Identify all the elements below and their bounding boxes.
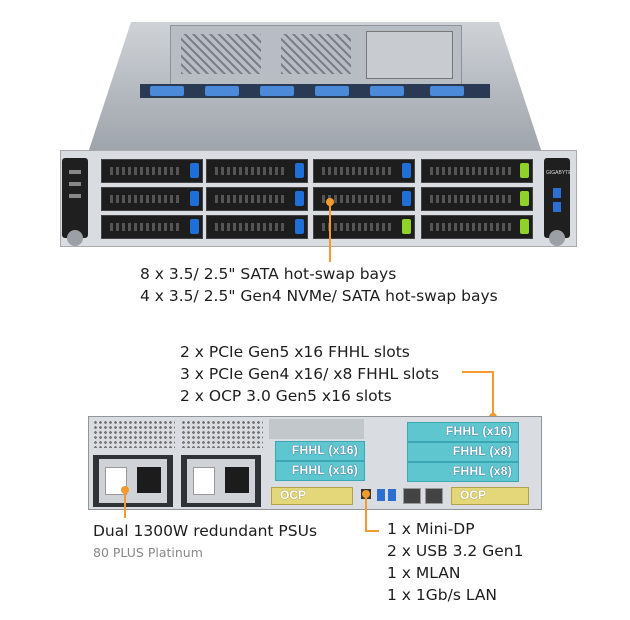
front-callout-line — [329, 202, 331, 262]
brand-logo: GIGABYTE — [546, 170, 572, 176]
left-rack-ear — [62, 158, 88, 246]
drive-bay — [421, 215, 533, 239]
ocp-slot: OCP — [451, 487, 529, 505]
internal-components — [170, 25, 462, 85]
expansion-line-3: 2 x OCP 3.0 Gen5 x16 slots — [180, 387, 392, 405]
io-callout: 1 x Mini-DP 2 x USB 3.2 Gen1 1 x MLAN 1 … — [387, 518, 523, 606]
expansion-callout-vline — [492, 371, 494, 416]
drive-bay — [101, 159, 203, 183]
io-line-4: 1 x 1Gb/s LAN — [387, 586, 498, 604]
ocp-slot: OCP — [271, 487, 353, 505]
drive-bay — [421, 187, 533, 211]
usb-port — [388, 489, 396, 501]
drive-bay — [206, 159, 308, 183]
drive-bay-panel — [60, 150, 577, 247]
io-line-1: 1 x Mini-DP — [387, 520, 475, 538]
pcie-slot: FHHL (x8) — [407, 462, 519, 482]
usb-port — [553, 188, 561, 198]
rear-server-image: FHHL (x16) FHHL (x16) FHHL (x16) FHHL (x… — [88, 416, 542, 510]
expansion-line-2: 3 x PCIe Gen4 x16/ x8 FHHL slots — [180, 365, 440, 383]
drive-bay — [313, 159, 415, 183]
drive-bay — [206, 215, 308, 239]
psu-left — [93, 455, 173, 507]
front-callout-line-1: 8 x 3.5/ 2.5" SATA hot-swap bays — [140, 265, 397, 283]
pcie-slot: FHHL (x16) — [275, 441, 365, 461]
io-callout-hline — [365, 530, 379, 532]
psu-right — [181, 455, 261, 507]
psu-subtitle: 80 PLUS Platinum — [93, 545, 203, 560]
drive-bay — [101, 187, 203, 211]
usb-port — [553, 202, 561, 212]
io-callout-vline — [365, 494, 367, 532]
io-line-3: 1 x MLAN — [387, 564, 461, 582]
front-callout: 8 x 3.5/ 2.5" SATA hot-swap bays 4 x 3.5… — [140, 263, 498, 307]
pcie-slot: FHHL (x16) — [275, 461, 365, 481]
expansion-line-1: 2 x PCIe Gen5 x16 FHHL slots — [180, 343, 410, 361]
drive-bay — [101, 215, 203, 239]
usb-port — [377, 489, 385, 501]
fan-strip — [140, 84, 490, 98]
right-rack-ear: GIGABYTE — [544, 158, 572, 246]
io-ports — [357, 485, 449, 505]
psu-callout-line — [124, 490, 126, 518]
mlan-port — [403, 488, 421, 504]
drive-bay — [421, 159, 533, 183]
psu-title: Dual 1300W redundant PSUs — [93, 522, 318, 540]
pcie-slot: FHHL (x8) — [407, 442, 519, 462]
lan-port — [425, 488, 443, 504]
io-line-2: 2 x USB 3.2 Gen1 — [387, 542, 524, 560]
expansion-callout-hline — [462, 371, 494, 373]
front-callout-line-2: 4 x 3.5/ 2.5" Gen4 NVMe/ SATA hot-swap b… — [140, 287, 498, 305]
drive-bay — [206, 187, 308, 211]
expansion-callout: 2 x PCIe Gen5 x16 FHHL slots 3 x PCIe Ge… — [180, 341, 439, 407]
pcie-slot: FHHL (x16) — [407, 422, 519, 442]
psu-callout: Dual 1300W redundant PSUs 80 PLUS Platin… — [93, 520, 317, 564]
